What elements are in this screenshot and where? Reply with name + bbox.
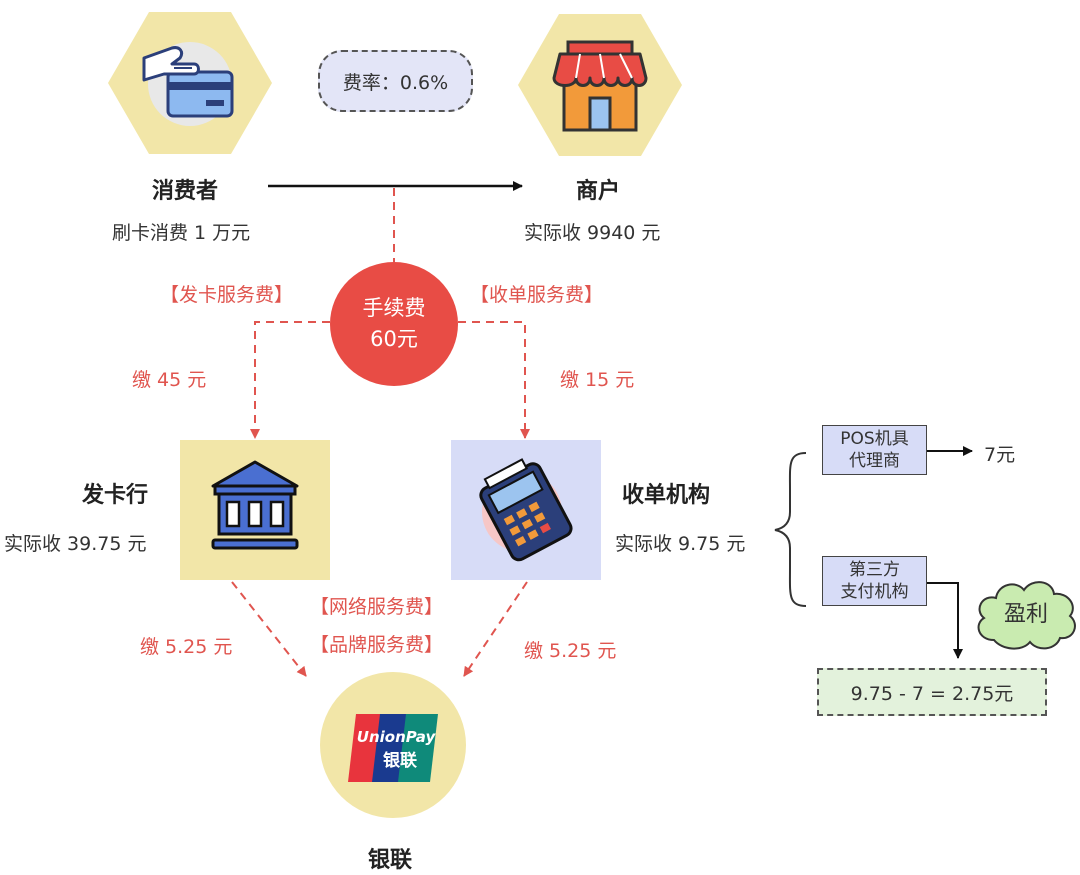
consumer-amount: 刷卡消费 1 万元: [112, 222, 251, 244]
result-formula: 9.75 - 7 = 2.75元: [850, 682, 1014, 705]
merchant-amount: 实际收 9940 元: [524, 222, 661, 244]
brand-service-fee-label: 【品牌服务费】: [310, 634, 444, 656]
unionpay-title: 银联: [368, 848, 413, 873]
third-party-line1: 第三方: [849, 559, 900, 580]
fee-circle: 手续费 60元: [330, 262, 458, 386]
profit-label: 盈利: [1003, 602, 1048, 627]
pos-terminal-icon: [479, 458, 573, 562]
profit-cloud: [977, 581, 1076, 650]
unionpay-logo: UnionPay 银联: [348, 714, 438, 782]
pos-agent-box: POS机具 代理商: [822, 425, 927, 475]
consumer-title: 消费者: [152, 179, 219, 204]
fee-amount: 60元: [370, 327, 418, 351]
pos-agent-line2: 代理商: [849, 451, 900, 471]
card-payment-icon: [142, 42, 234, 126]
split-brace: [774, 452, 807, 607]
fee-title: 手续费: [362, 295, 426, 320]
fee-to-acquirer-arrow: [458, 321, 530, 439]
acquirer-title: 收单机构: [622, 483, 711, 508]
third-party-line2: 支付机构: [840, 582, 909, 602]
acquirer-service-fee-label: 【收单服务费】: [470, 284, 604, 306]
issuer-amount: 实际收 39.75 元: [4, 533, 147, 555]
pay-45-label: 缴 45 元: [132, 369, 207, 391]
acquirer-amount: 实际收 9.75 元: [615, 533, 746, 555]
rate-box: 费率：0.6%: [318, 50, 473, 112]
third-party-box: 第三方 支付机构: [822, 556, 927, 606]
network-service-fee-label: 【网络服务费】: [310, 596, 444, 618]
acquirer-to-unionpay-arrow: [463, 581, 528, 677]
pay-525-right-label: 缴 5.25 元: [524, 640, 617, 662]
bank-icon: [211, 460, 299, 550]
fee-to-issuer-arrow: [250, 321, 330, 439]
rate-text: 费率：0.6%: [342, 71, 449, 94]
issuer-to-unionpay-arrow: [231, 581, 307, 677]
pos-agent-line1: POS机具: [840, 428, 909, 449]
issuer-service-fee-label: 【发卡服务费】: [160, 284, 294, 306]
unionpay-logo-text: UnionPay: [357, 728, 437, 746]
thirdparty-to-result-arrow: [927, 582, 963, 659]
pay-525-left-label: 缴 5.25 元: [140, 636, 233, 658]
pay-15-label: 缴 15 元: [560, 369, 635, 391]
shop-icon: [552, 40, 648, 132]
merchant-title: 商户: [576, 179, 621, 204]
result-box: 9.75 - 7 = 2.75元: [817, 668, 1047, 716]
unionpay-logo-chinese: 银联: [383, 750, 417, 771]
issuer-title: 发卡行: [82, 483, 149, 508]
pos-agent-amount: 7元: [984, 444, 1016, 466]
